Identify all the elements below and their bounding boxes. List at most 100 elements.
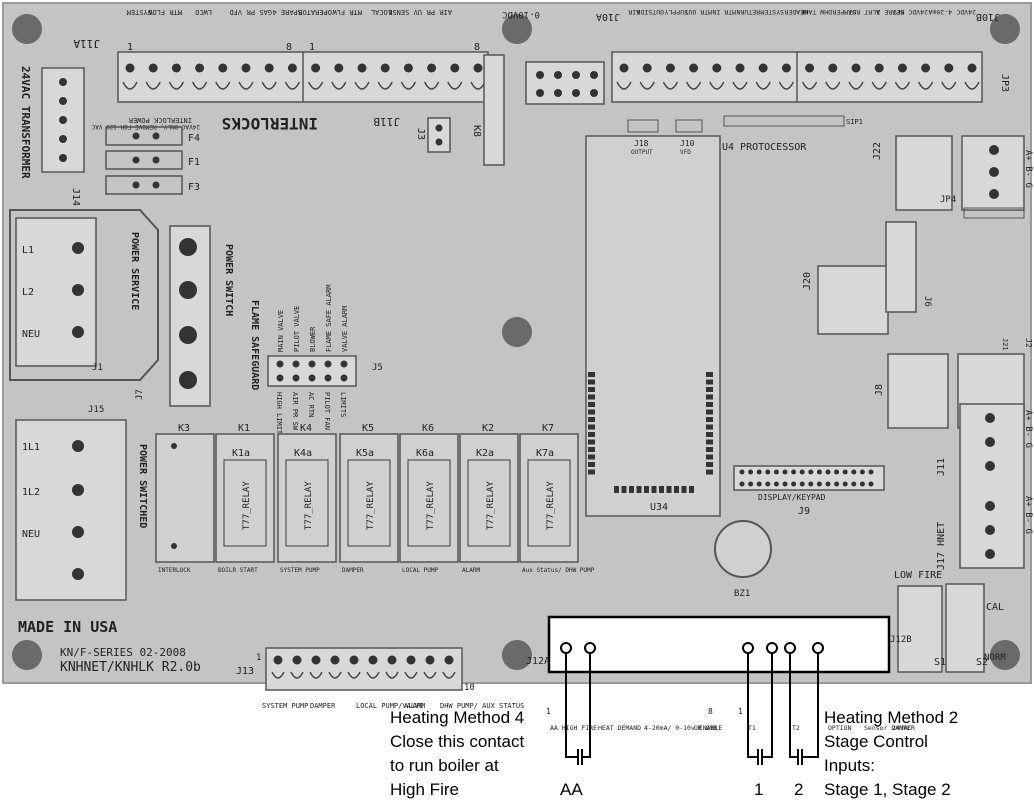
terminal-screw xyxy=(662,81,679,90)
ps-l1: L1 xyxy=(22,245,34,256)
module-pin xyxy=(706,394,713,400)
j10a-header: 0-10VDC xyxy=(502,9,605,105)
jp3-label: JP3 xyxy=(999,74,1010,92)
j10-terminal-pins xyxy=(616,63,980,90)
power-switch-connector: POWER SWITCH J7 xyxy=(135,225,234,407)
header-pin xyxy=(868,469,874,475)
left-note-line-2: Close this contact xyxy=(390,732,524,751)
terminal-screw xyxy=(639,81,655,90)
relay-part-label: T77_RELAY xyxy=(486,481,496,530)
j11a-terminal-label: VFD xyxy=(229,8,242,16)
j10b-label: J10B xyxy=(976,11,1000,22)
terminal-pin xyxy=(273,655,283,665)
header-pin xyxy=(851,469,857,475)
terminal-screw xyxy=(964,81,980,90)
wire-s2-right xyxy=(802,653,819,758)
terminal-pin xyxy=(387,655,397,665)
mounting-hole xyxy=(502,640,532,670)
power-switch-label: POWER SWITCH xyxy=(223,244,234,316)
relay-part-label: T77_RELAY xyxy=(546,481,556,530)
j11a-terminal-label: MTR FLW xyxy=(332,8,362,16)
terminal-pin xyxy=(368,655,378,665)
ps-neu: NEU xyxy=(22,329,40,340)
j22-label: J22 xyxy=(872,142,883,160)
j10b-terminal-label: MTR OUT xyxy=(685,8,712,16)
j13-terminal-label: SYSTEM PUMP xyxy=(262,702,308,710)
terminal-screw xyxy=(894,81,911,90)
j3-k8-block: J3 K8 xyxy=(415,54,505,166)
j10b-terminal-label: DHW TANK xyxy=(801,8,832,16)
j12a-terminal-label: 4-20mA/ 0-10v ENABLE xyxy=(644,724,722,732)
relay-part-label: T77_RELAY xyxy=(304,481,314,530)
j11a-terminal-label: MTR FLOW xyxy=(147,8,182,16)
j5-top-label: BLOWER xyxy=(309,326,317,352)
module-pin xyxy=(588,439,595,445)
terminal-screw xyxy=(145,81,161,90)
j5-bottom-label: PILOT FAN xyxy=(323,392,331,430)
header-pin xyxy=(756,469,762,475)
header-pin xyxy=(834,469,840,475)
terminal-pin xyxy=(195,63,205,73)
terminal-pin xyxy=(897,63,907,73)
wire-aa-right xyxy=(582,653,591,758)
header-pin xyxy=(842,481,848,487)
module-pin xyxy=(614,486,619,493)
terminal-screw xyxy=(442,671,456,679)
right-annotation: Heating Method 2 Stage Control Inputs: S… xyxy=(824,708,958,799)
header-pin xyxy=(816,481,822,487)
j12a-terminal-label: Sensor DAMPER xyxy=(864,724,915,732)
header-pin xyxy=(276,360,284,368)
j13-terminal-label: LOCAL PUMP/VALVE xyxy=(356,702,423,710)
fuse-f1-label: F1 xyxy=(188,157,200,168)
j11-abg-label: A+ B- G xyxy=(1023,410,1033,448)
terminal-pin xyxy=(944,63,954,73)
aa-contact-label: AA xyxy=(560,780,583,799)
module-pin xyxy=(706,372,713,377)
module-pin xyxy=(636,486,642,493)
j2-label: J2 xyxy=(1024,338,1033,348)
interlock-power-label: INTERLOCK POWER xyxy=(128,116,192,124)
header-pin xyxy=(324,374,332,382)
relay-part-label: T77_RELAY xyxy=(366,481,376,530)
header-pin xyxy=(324,360,332,368)
j11a-terminal-label: UV SENSR xyxy=(387,8,422,16)
relay-function-label: Aux Status/ DHW PUMP xyxy=(522,567,595,574)
terminal-pin xyxy=(874,63,884,73)
cal-label: CAL xyxy=(986,602,1004,613)
j9-pins xyxy=(739,469,874,487)
j12b-switch-block: LOW FIRE J12B CAL NORM S1 S2 xyxy=(890,570,1006,673)
header-pin xyxy=(782,481,788,487)
module-pin xyxy=(629,486,634,493)
j17-abg-label: A+ B- G xyxy=(1023,496,1033,534)
j5-bottom-label: LIMITS xyxy=(339,392,347,417)
j10-label-0-10vdc: 0-10VDC xyxy=(502,9,540,19)
header-pin xyxy=(340,374,348,382)
terminal-pin xyxy=(349,655,359,665)
j12a-terminal-label: HEAT DEMAND xyxy=(598,724,641,732)
terminal-pin xyxy=(334,63,344,73)
header-pin xyxy=(748,469,754,475)
j11-pin-end: 8 xyxy=(286,42,292,53)
terminal-screw xyxy=(941,81,957,90)
terminal-pin xyxy=(758,63,768,73)
power-switched-connector: 1L1 1L2 NEU POWER SWITCHED J15 xyxy=(15,405,148,601)
j10b-terminal-label: HEADER xyxy=(784,8,808,16)
j9-sub: DISPLAY/KEYPAD xyxy=(758,493,826,502)
j10-sub: VFD xyxy=(680,149,691,156)
terminal-screw xyxy=(191,81,208,90)
ps-l2: L2 xyxy=(22,287,34,298)
module-pin xyxy=(659,486,664,493)
relay-name: K4 xyxy=(300,423,312,434)
low-fire-label: LOW FIRE xyxy=(894,570,942,581)
j5-pins xyxy=(276,360,348,382)
terminal-screw xyxy=(732,81,748,90)
module-pin xyxy=(588,424,595,430)
k8-label: K8 xyxy=(471,125,482,137)
terminal-screw xyxy=(284,81,301,90)
module-pin xyxy=(621,486,627,493)
